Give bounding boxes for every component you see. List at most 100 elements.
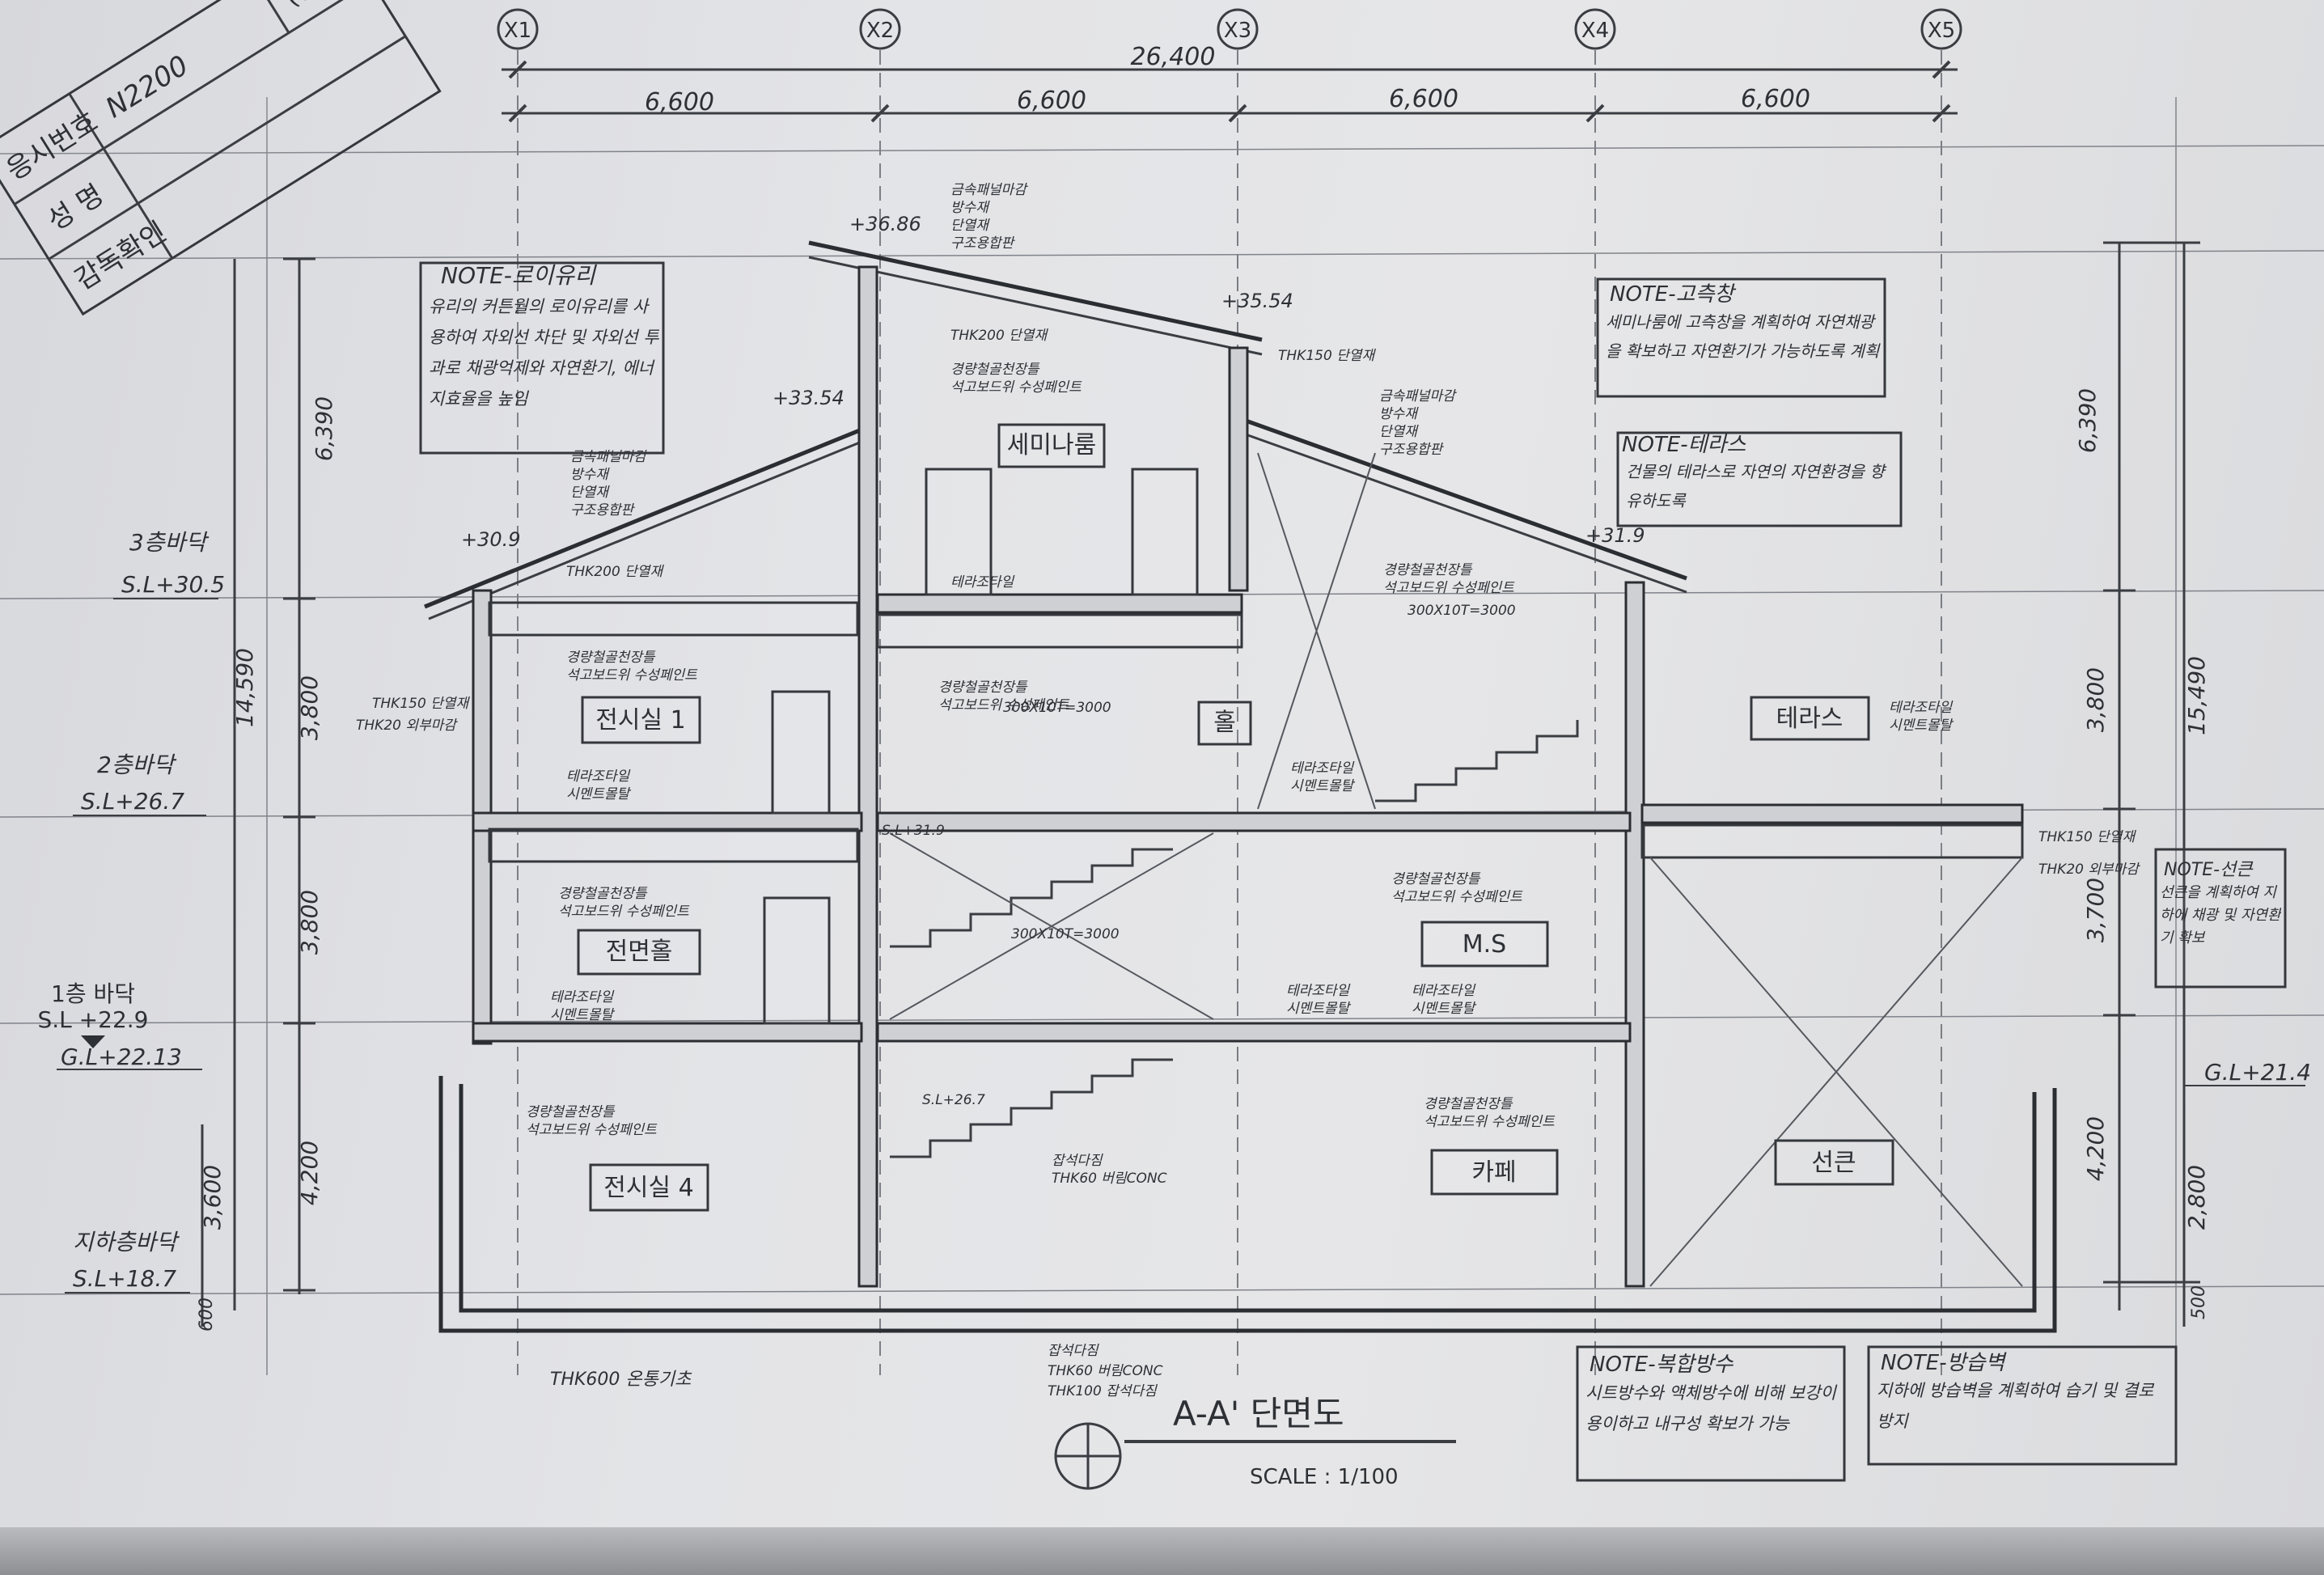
svg-text:테라조타일: 테라조타일 [1286,983,1351,999]
svg-text:구조용합판: 구조용합판 [950,235,1016,252]
board-edge [0,1527,2324,1575]
svg-text:잡석다짐: 잡석다짐 [1048,1343,1099,1359]
svg-text:경량철골천장틀: 경량철골천장틀 [1424,1096,1513,1112]
room-label: 전면홀 [577,929,701,976]
svg-text:금속패널마감: 금속패널마감 [950,182,1028,198]
svg-text:NOTE-테라스: NOTE-테라스 [1622,433,1746,457]
dim-left: 4,200 [296,1141,323,1205]
right-roof [1245,418,1687,581]
svg-text:NOTE-로이유리: NOTE-로이유리 [441,262,597,289]
svg-text:S.L+26.7: S.L+26.7 [922,1092,985,1108]
dim-right: 3,800 [2082,667,2109,732]
annotation-floor: 테라조타일 시멘트몰탈 테라조타일 시멘트몰탈 테라조타일 시멘트몰탈 테라조타… [550,574,1954,1023]
svg-text:THK600 온통기초: THK600 온통기초 [550,1370,692,1390]
annotation-sl: S.L+31.9 S.L+26.7 [882,823,985,1108]
door [771,690,831,815]
annotations: 금속패널마감 방수재 단열재 구조용합판 금속패널마감 방수재 단열재 구조용합… [356,182,2140,1399]
section-title-block: A-A' 단면도 SCALE : 1/100 [1054,1394,1456,1490]
svg-text:잡석다짐: 잡석다짐 [1052,1153,1103,1169]
svg-text:M.S: M.S [1463,930,1506,959]
svg-text:시멘트몰탈: 시멘트몰탈 [550,1007,616,1023]
svg-text:3층바닥: 3층바닥 [129,529,209,556]
grid-bubble: X4 [1574,8,1616,50]
level-marker: 지하층바닥 S.L+18.7 [65,1229,190,1293]
svg-text:S.L+26.7: S.L+26.7 [81,788,184,815]
dim-right: 15,490 [2183,656,2210,735]
level-markers: 3층바닥 S.L+30.5 2층바닥 S.L+26.7 1층 바닥 S.L +2… [38,529,2311,1293]
svg-text:THK60 버림CONC: THK60 버림CONC [1048,1363,1163,1379]
room-label: 전시실 4 [589,1163,709,1212]
ceiling-terrace [1640,823,2024,859]
svg-text:석고보드위 수성페인트: 석고보드위 수성페인트 [950,379,1082,396]
ceiling-3f [876,613,1243,649]
building-section [424,240,2057,1333]
annotation-roof: 금속패널마감 방수재 단열재 구조용합판 [1379,388,1457,458]
svg-text:X2: X2 [866,19,894,43]
elevation-mark: +31.9 [1585,524,1645,547]
room-label: 세미나룸 [997,423,1106,468]
section-scale: SCALE : 1/100 [1250,1465,1399,1489]
dim-left: 3,600 [199,1165,226,1230]
hall-void [1257,452,1376,810]
grid-bubble: X3 [1217,8,1259,50]
svg-text:단열재: 단열재 [570,485,610,501]
note-multi: NOTE-복합방수 시트방수와 액체방수에 비해 보강이 용이하고 내구성 확보… [1576,1345,1846,1482]
svg-text:1층 바닥: 1층 바닥 [51,980,135,1007]
stair-flight [890,848,1173,948]
grid-bubble: X2 [859,8,901,50]
svg-text:구조용합판: 구조용합판 [1379,442,1445,458]
svg-text:G.L+21.4: G.L+21.4 [2204,1059,2311,1086]
window [1131,468,1199,596]
svg-text:전시실 1: 전시실 1 [595,706,685,735]
wall-x2 [857,265,878,1288]
bay-dimension: 6,600 [1389,85,1458,113]
svg-text:구조용합판: 구조용합판 [570,502,636,519]
room-labels: 세미나룸 전시실 1 홀 테라스 전면홀 M.S 전시실 4 카페 [577,423,1894,1212]
annotation-wall: THK150 단열재 THK20 외부마감 THK150 단열재 THK150 … [356,348,2140,878]
dim-right: 500 [2189,1285,2209,1319]
level-marker: G.L+21.4 [2184,1059,2311,1086]
svg-text:경량철골천장틀: 경량철골천장틀 [1391,871,1481,887]
left-roof [424,422,874,609]
bay-dimension: 6,600 [1741,85,1810,113]
svg-text:카페: 카페 [1471,1158,1516,1187]
svg-text:X3: X3 [1224,19,1251,43]
room-label: 홀 [1197,701,1252,746]
notes: NOTE-로이유리 유리의 커튼월의 로이유리를 사용하여 자외선 차단 및 자… [419,261,2287,1482]
elevation-mark: +33.54 [773,387,845,409]
svg-text:THK150 단열재: THK150 단열재 [1278,348,1376,364]
title-block-frame [0,0,442,316]
svg-text:테라스: 테라스 [1776,705,1844,733]
note-highlight: NOTE-고측창 세미나룸에 고측창을 계획하여 자연채광을 확보하고 자연환기… [1596,277,1886,398]
svg-text:NOTE-선큰: NOTE-선큰 [2164,860,2254,880]
svg-text:NOTE-방습벽: NOTE-방습벽 [1881,1351,2007,1375]
svg-text:X4: X4 [1581,19,1609,43]
svg-text:금속패널마감: 금속패널마감 [1379,388,1457,404]
svg-text:300X10T=3000: 300X10T=3000 [1003,700,1111,716]
grid-axes: X1 X2 X3 X4 X5 [497,8,1962,1375]
svg-text:G.L+22.13: G.L+22.13 [61,1044,182,1070]
svg-text:NOTE-고측창: NOTE-고측창 [1610,282,1736,307]
level-marker: 2층바닥 S.L+26.7 [73,752,206,816]
svg-text:THK20 외부마감: THK20 외부마감 [2038,862,2140,878]
svg-text:S.L+18.7: S.L+18.7 [73,1265,176,1292]
room-label: 선큰 [1774,1139,1894,1186]
annotation-ceiling: THK200 단열재 경량철골천장틀 석고보드위 수성페인트 THK200 단열… [566,328,1082,684]
dim-right: 6,390 [2074,388,2101,453]
upper-roof [808,240,1263,342]
svg-text:경량철골천장틀: 경량철골천장틀 [950,362,1040,378]
note-sunken: NOTE-선큰 선큰을 계획하여 지하에 채광 및 자연환기 확보 [2154,848,2287,989]
svg-text:경량철골천장틀: 경량철골천장틀 [558,886,648,902]
annotation-slab: THK600 온통기초 [550,1370,692,1390]
svg-text:THK60 버림CONC: THK60 버림CONC [1052,1171,1167,1187]
elevation-mark: +30.9 [461,528,521,551]
svg-text:시멘트몰탈: 시멘트몰탈 [566,786,632,802]
svg-text:시멘트몰탈: 시멘트몰탈 [1286,1001,1352,1017]
wall-x3-upper [1228,346,1249,592]
basement-inner-wall [459,1084,2037,1313]
section-title: A-A' 단면도 [1173,1394,1344,1433]
svg-text:석고보드위 수성페인트: 석고보드위 수성페인트 [1424,1114,1556,1130]
svg-text:전시실 4: 전시실 4 [603,1174,693,1202]
svg-text:테라조타일: 테라조타일 [1412,983,1476,999]
annotation-ceiling: 경량철골천장틀 석고보드위 수성페인트 경량철골천장틀 석고보드위 수성페인트 … [526,562,1556,1138]
